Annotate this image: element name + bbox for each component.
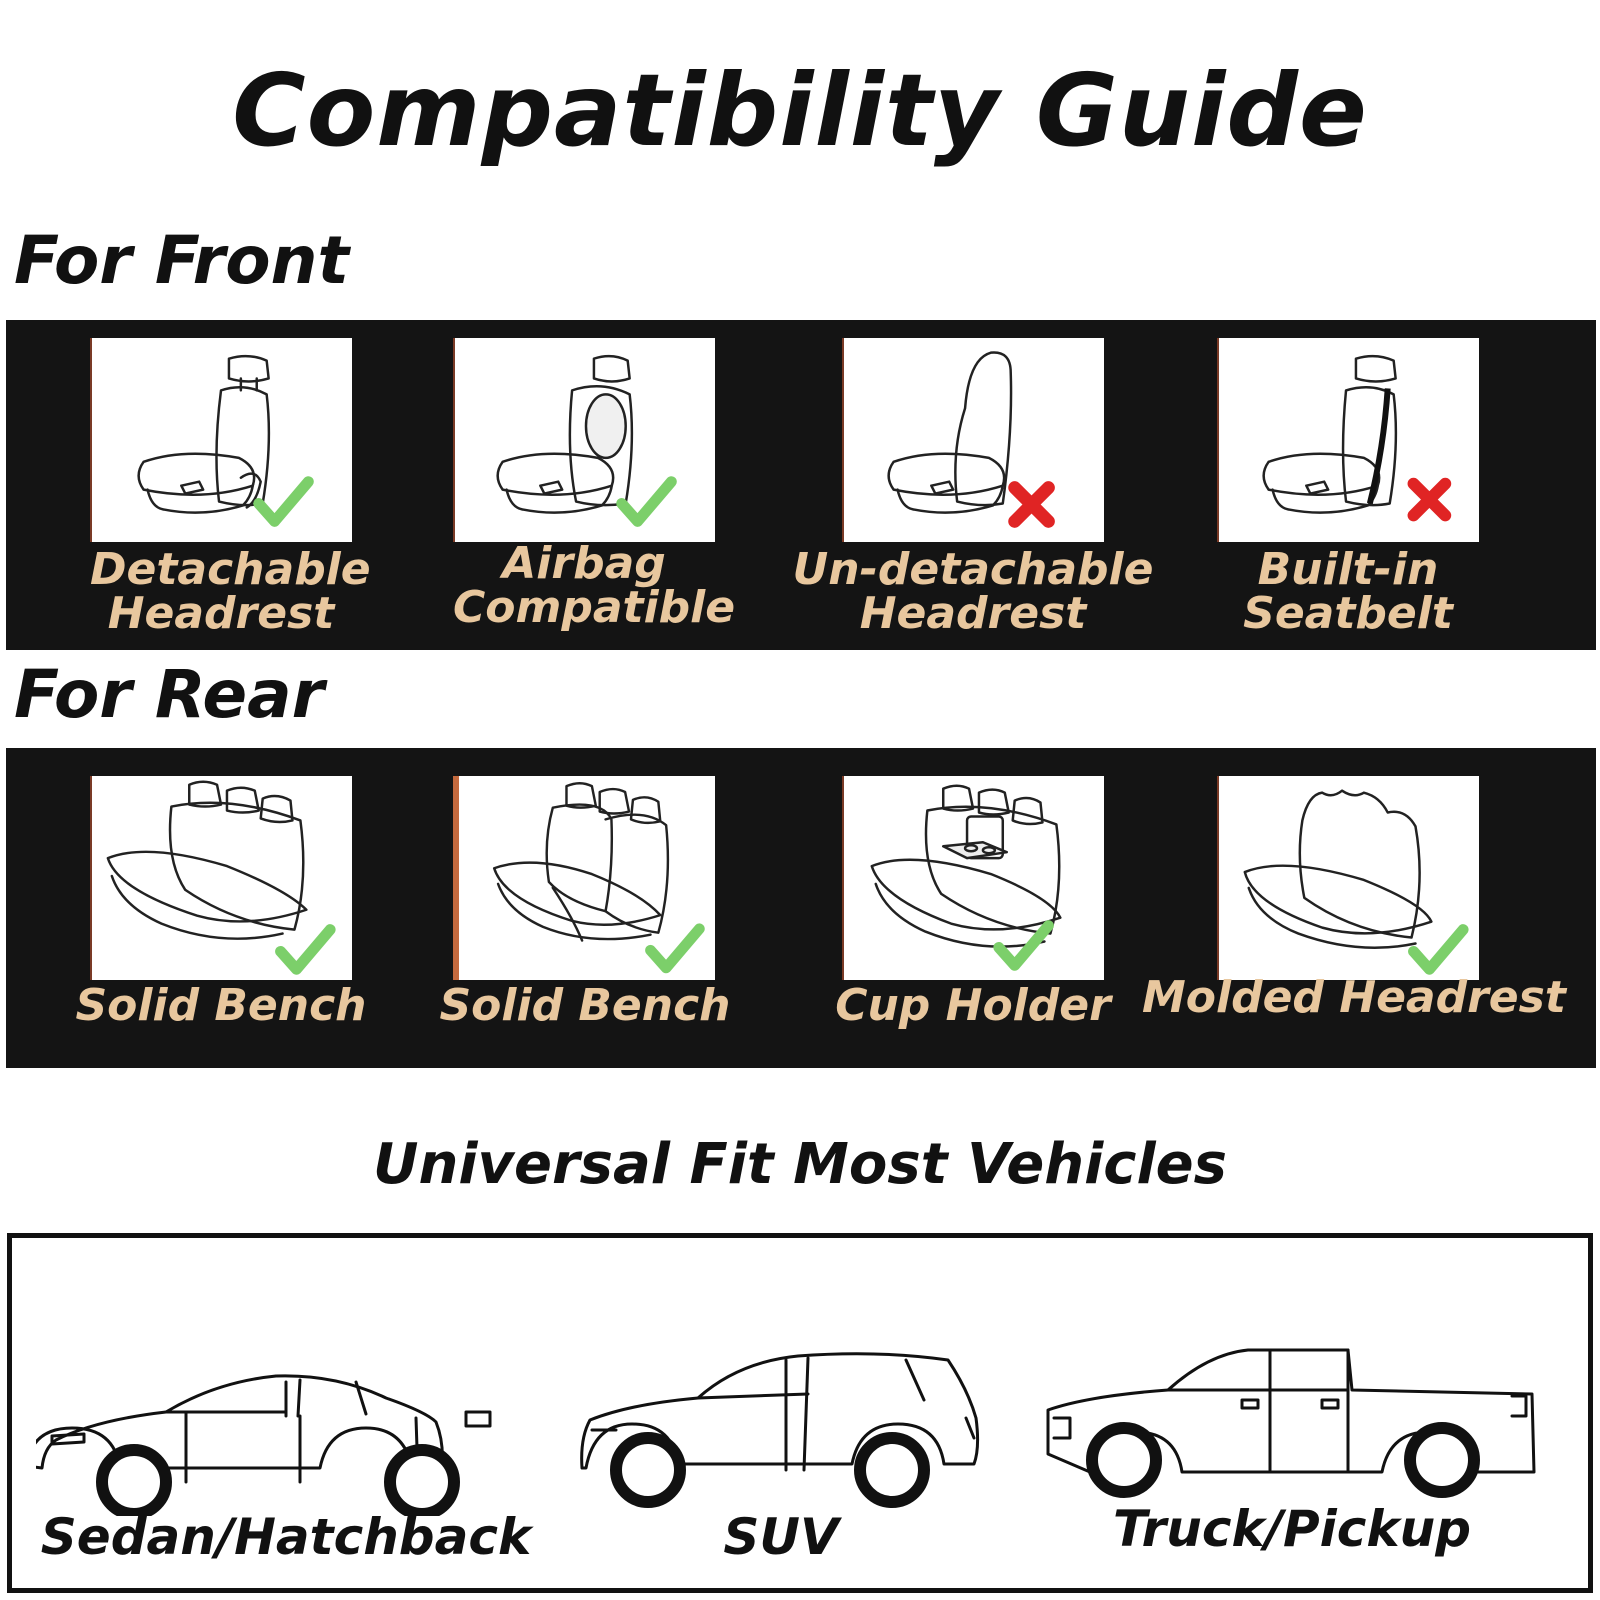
vehicle-label-sedan: Sedan/Hatchback [40,1508,532,1566]
check-icon [645,923,705,974]
label-cup-holder: Cup Holder [835,980,1111,1031]
rear-section-title: For Rear [14,656,325,733]
check-icon [616,476,677,527]
check-icon [253,476,314,527]
check-icon [993,920,1054,971]
vehicle-label-truck: Truck/Pickup [1112,1500,1472,1558]
truck-icon [1046,1348,1536,1498]
card-solid-bench [90,776,352,980]
seat-airbag-icon [496,354,677,527]
check-icon [1408,924,1469,975]
front-section-title: For Front [14,222,350,299]
solid-bench-icon [106,780,336,975]
vehicle-sedan [36,1356,536,1516]
card-airbag-compatible [453,338,715,542]
label-solid-bench-2: Solid Bench [439,980,731,1031]
sedan-icon [36,1374,492,1516]
cross-icon [1407,477,1452,522]
seat-builtin-seatbelt-icon [1262,354,1452,522]
card-undetachable-headrest [842,338,1104,542]
seat-detachable-headrest-icon [137,354,314,527]
cross-icon [1008,481,1055,528]
bench-molded-headrest-icon [1243,789,1469,975]
seat-fixed-headrest-icon [887,351,1055,528]
label-molded-headrest: Molded Headrest [1142,972,1566,1023]
card-molded-headrest [1217,776,1479,980]
vehicle-label-suv: SUV [723,1508,839,1566]
card-cup-holder [842,776,1104,980]
rear-seats-band: Solid Bench Solid Bench [6,748,1596,1068]
vehicle-suv [576,1338,986,1508]
solid-bench-split-icon [492,782,705,974]
bench-cup-holder-icon [870,784,1062,971]
check-icon [275,924,336,975]
suv-icon [580,1352,980,1508]
page-title: Compatibility Guide [232,52,1368,169]
vehicle-truck [1042,1334,1542,1504]
card-detachable-headrest [90,338,352,542]
label-solid-bench-1: Solid Bench [75,980,367,1031]
card-solid-bench-split [453,776,715,980]
card-builtin-seatbelt [1217,338,1479,542]
vehicles-box: Sedan/Hatchback SUV Truck [7,1233,1593,1593]
universal-fit-heading: Universal Fit Most Vehicles [373,1132,1227,1197]
